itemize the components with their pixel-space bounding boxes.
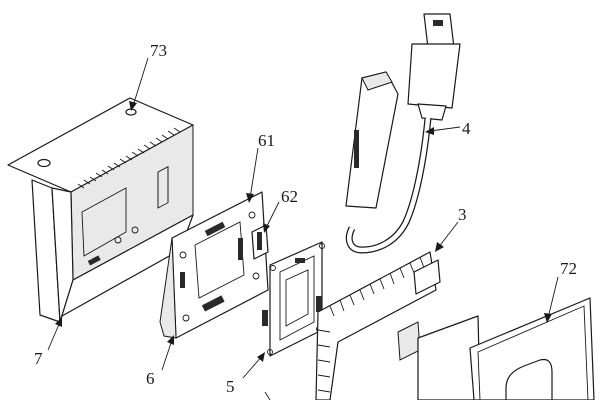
housing-slot (87, 255, 101, 266)
clip-part-62 (251, 224, 269, 260)
usb-plug-tip (423, 13, 455, 49)
frame-tab-left (262, 310, 268, 326)
frame-core (285, 269, 309, 327)
dongle-top (361, 71, 393, 91)
heatsink-gasket (315, 251, 441, 400)
leader-61 (249, 147, 259, 199)
leader-lower (264, 391, 271, 400)
mounting-bracket (159, 191, 269, 339)
leader-73 (132, 57, 149, 107)
callout-61: 61 (258, 131, 275, 150)
bracket-hole (182, 314, 190, 322)
leader-5 (242, 355, 263, 379)
arrow-61 (246, 193, 254, 203)
frame-module (262, 241, 325, 357)
frame-corner (270, 265, 276, 271)
leader-6 (161, 339, 173, 371)
arrow-6 (167, 335, 174, 345)
housing-screw-hole (114, 236, 122, 244)
frame-corner (319, 243, 325, 249)
callout-3: 3 (458, 205, 467, 224)
callout-62: 62 (281, 187, 298, 206)
callout-73: 73 (150, 41, 167, 60)
dongle-slot (354, 130, 359, 168)
housing-box (7, 97, 194, 323)
callout-4: 4 (462, 119, 471, 138)
callout-72: 72 (560, 259, 577, 278)
arrow-72 (544, 313, 552, 323)
bracket-slot-right (238, 238, 243, 260)
bracket-hole (248, 211, 256, 219)
housing-vent-slots (77, 127, 181, 189)
face-plate (469, 297, 595, 400)
callout-7: 7 (34, 349, 43, 368)
glass-panel (417, 315, 481, 400)
frame-tab-right (316, 296, 322, 312)
housing-top-hole (37, 158, 51, 168)
arrow-7 (55, 317, 62, 327)
arrow-62 (263, 223, 270, 233)
housing-side-window (157, 165, 169, 209)
bracket-slot-top (204, 221, 226, 237)
gasket-fins (317, 256, 425, 393)
leader-62 (265, 201, 280, 229)
bracket-hole (179, 251, 187, 259)
bracket-window (194, 221, 245, 299)
usb-plug-contact (433, 20, 443, 26)
gasket-block (397, 321, 421, 361)
housing-inner-recess (81, 187, 127, 257)
face-plate-opening (505, 358, 553, 400)
gasket-frame (315, 251, 437, 400)
cover-glass (417, 315, 481, 400)
callout-5: 5 (226, 377, 235, 396)
gasket-corner (413, 259, 441, 295)
callout-6: 6 (146, 369, 155, 388)
bracket-hole (252, 272, 260, 280)
leader-4 (429, 126, 461, 132)
arrow-5 (257, 352, 265, 362)
usb-cable-assembly (345, 13, 461, 254)
clip-slot (257, 232, 262, 250)
face-plate-bevel (477, 305, 589, 400)
usb-plug-body (407, 43, 461, 109)
housing-screw-hole (131, 226, 139, 234)
leader-3 (437, 221, 459, 249)
leader-72 (547, 276, 559, 319)
callouts: 73 61 62 4 3 72 7 6 5 (34, 41, 577, 400)
bracket-edge (159, 237, 177, 339)
dongle-body (345, 71, 399, 209)
arrow-4 (425, 127, 434, 135)
arrow-3 (435, 242, 444, 252)
leader-7 (47, 321, 61, 351)
arrow-73 (129, 101, 137, 111)
bracket-slot-left (180, 272, 185, 288)
bracket-slot-bottom (201, 295, 225, 312)
usb-strain-relief (417, 103, 447, 121)
frame-corner (267, 349, 273, 355)
frame-tab-top (295, 258, 305, 263)
